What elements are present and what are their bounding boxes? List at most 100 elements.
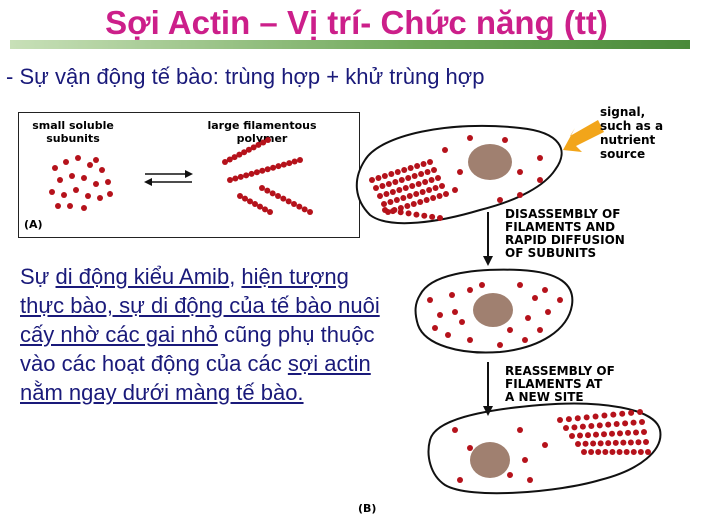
actin-subunit-dot [301,206,308,213]
actin-subunit-dot [396,187,403,193]
actin-subunit-dot [421,212,428,219]
actin-subunit-dot [267,209,273,215]
actin-subunit-dot [280,161,287,168]
actin-subunit-dot [527,477,533,483]
actin-subunit-dot [601,431,607,438]
actin-subunit-dot [582,440,589,447]
actin-subunit-dot [81,205,87,211]
body-text-1: Sự [20,264,56,289]
actin-subunit-dot [393,197,400,203]
actin-subunit-dot [522,457,528,463]
actin-subunit-dot [443,191,449,197]
subunit-dots [49,155,113,211]
actin-subunit-dot [641,429,647,435]
actin-subunit-dot [630,419,637,426]
actin-subunit-dot [633,429,639,436]
link-phagocytosis[interactable]: hiện tượng thực bào, sự di động của tế b… [20,264,380,347]
actin-subunit-dot [377,193,383,199]
actin-subunit-dot [417,199,424,205]
actin-subunit-dot [422,179,429,185]
actin-subunit-dot [241,149,248,156]
actin-subunit-dot [583,414,590,421]
actin-subunit-dot [581,449,587,455]
actin-subunit-dot [237,173,244,180]
actin-subunit-dot [571,424,578,431]
actin-subunit-dot [428,177,435,183]
actin-subunit-dot [588,449,595,455]
actin-subunit-dot [226,156,233,163]
actin-subunit-dot [222,159,228,165]
actin-subunit-dot [557,297,563,303]
actin-subunit-dot [452,427,458,433]
actin-subunit-dot [617,430,623,437]
actin-subunit-dot [605,440,612,447]
actin-subunit-dot [557,417,563,423]
actin-subunit-dot [406,193,413,199]
actin-subunit-dot [296,203,303,210]
actin-subunit-dot [537,155,543,161]
actin-subunit-dot [452,309,458,315]
actin-subunit-dot [252,201,258,207]
actin-subunit-dot [423,197,430,203]
actin-subunit-dot [609,449,616,455]
actin-subunit-dot [237,193,243,199]
actin-subunit-dot [385,181,392,187]
cell-1 [355,124,563,225]
actin-subunit-dot [247,198,253,205]
actin-subunit-dot [49,189,55,195]
actin-subunit-dot [262,206,268,213]
actin-subunit-dot [497,197,503,203]
actin-subunit-dot [628,409,635,416]
actin-subunit-dot [97,195,103,201]
equilibrium-arrows-icon [144,170,193,186]
actin-subunit-dot [467,445,473,451]
nucleus-3 [470,442,510,478]
actin-subunit-dot [379,183,386,189]
actin-subunit-dot [620,439,627,446]
actin-subunit-dot [397,209,404,216]
actin-subunit-dot [253,169,260,176]
actin-subunit-dot [260,139,267,146]
actin-subunit-dot [107,191,113,197]
actin-subunit-dot [381,173,388,179]
link-amoeboid[interactable]: di động kiểu Amib [55,264,230,289]
actin-subunit-dot [432,325,438,331]
actin-subunit-dot [413,191,420,197]
actin-subunit-dot [467,337,473,343]
actin-subunit-dot [375,175,382,181]
nucleus-1 [468,144,512,180]
actin-subunit-dot [517,169,523,175]
panel-a-tag: (A) [24,218,43,231]
actin-subunit-dot [259,185,265,191]
link-actin[interactable]: sợi actin nằm ngay dưới màng tế bào. [20,351,371,405]
actin-subunit-dot [452,187,458,193]
actin-subunit-dot [400,195,407,201]
actin-subunit-dot [593,431,599,438]
actin-subunit-dot [63,159,69,165]
actin-subunit-dot [388,171,395,177]
actin-subunit-dot [625,429,631,436]
actin-subunit-dot [635,439,642,446]
actin-subunit-dot [87,162,93,168]
actin-subunit-dot [545,309,551,315]
actin-subunit-dot [579,423,586,430]
actin-subunit-dot [236,151,243,158]
actin-subunit-dot [85,193,91,199]
actin-subunit-dot [435,175,441,181]
actin-subunit-dot [414,163,421,169]
actin-subunit-dot [639,419,645,425]
actin-subunit-dot [507,472,513,478]
actin-subunit-dot [291,158,298,165]
nucleus-2 [473,293,513,327]
actin-subunit-dot [404,203,411,209]
actin-subunit-dot [426,187,433,193]
actin-subunit-dot [616,449,623,455]
actin-subunit-dot [602,449,609,455]
actin-subunit-dot [575,441,581,447]
cell-2 [414,268,574,354]
actin-subunit-dot [242,195,248,202]
actin-subunit-dot [407,165,414,171]
